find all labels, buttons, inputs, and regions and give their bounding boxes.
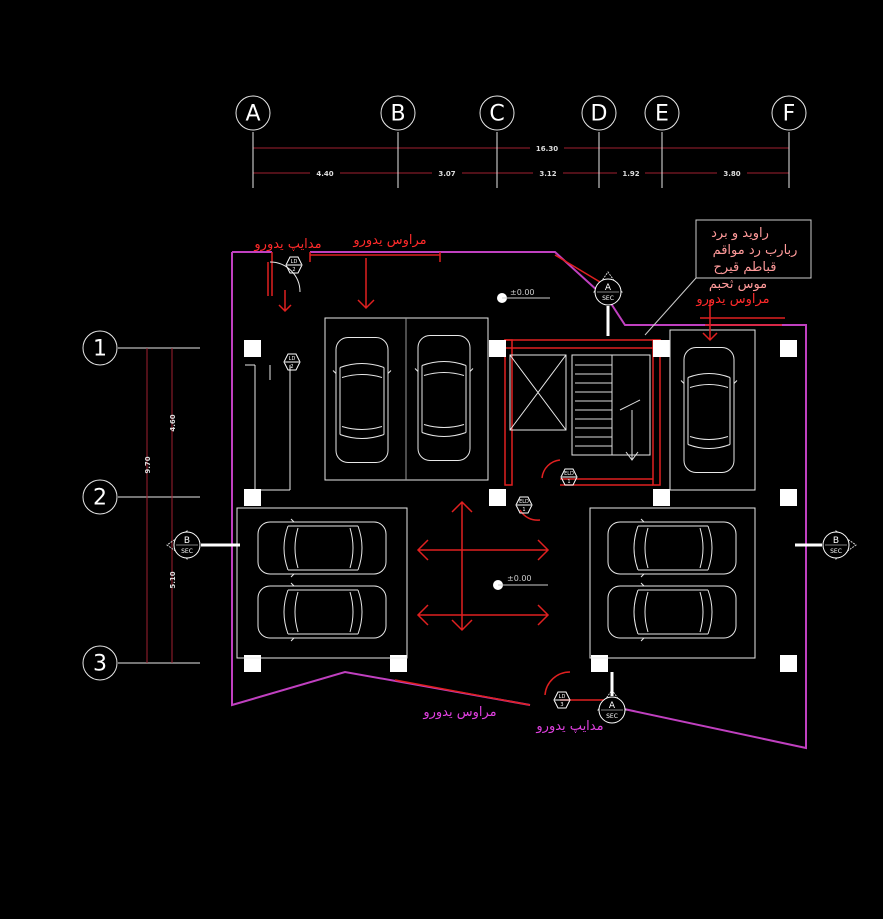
grid-bubble-2: 2 — [82, 479, 118, 515]
dimension-1-2: 4.60 — [169, 414, 177, 431]
label-pedestrian-entry-top: مدایپ یدورو — [253, 237, 321, 252]
grid-bubble-c: C — [479, 95, 515, 131]
section-letter: B — [833, 536, 839, 546]
door-tag-code: LD — [289, 356, 296, 362]
section-sub: SEC — [606, 713, 618, 720]
section-letter: A — [605, 283, 612, 293]
level-mark: ±0.00 — [493, 574, 548, 590]
grid-label: D — [591, 102, 608, 127]
door-tag: LD 2 — [283, 353, 301, 371]
car — [257, 518, 387, 578]
grid-bubble-1: 1 — [82, 330, 118, 366]
grid-bubble-b: B — [380, 95, 416, 131]
door-tag: LD 3 — [553, 691, 571, 709]
door-tag-number: 1 — [522, 507, 525, 513]
note-line: موس ثحبم — [709, 277, 767, 292]
cars — [257, 335, 738, 642]
car — [607, 582, 737, 642]
note-line: ربارب رد مواقم — [713, 243, 798, 258]
grid-bubble-d: D — [581, 95, 617, 131]
column-grid-bubbles: A B C D E F — [235, 95, 807, 131]
grid-bubble-a: A — [235, 95, 271, 131]
section-sub: SEC — [602, 295, 614, 302]
grid-label: A — [245, 102, 260, 127]
grid-label: F — [783, 102, 796, 127]
section-marker[interactable]: A SEC — [597, 689, 627, 724]
level-text: ±0.00 — [510, 288, 535, 297]
door-tag-code: ELD — [564, 471, 574, 477]
grid-label: 3 — [93, 652, 107, 677]
section-sub: SEC — [830, 548, 842, 555]
door-tag: ELD 1 — [515, 496, 533, 514]
grid-label: 1 — [93, 337, 107, 362]
door-tag-code: LD — [291, 259, 298, 265]
door-tag-number: 3 — [560, 702, 563, 708]
dimension-c-d: 3.12 — [539, 170, 556, 178]
door-tag-number: 1 — [567, 479, 570, 485]
dimension-d-e: 1.92 — [622, 170, 639, 178]
level-text: ±0.00 — [507, 574, 532, 583]
dimension-b-c: 3.07 — [438, 170, 455, 178]
label-car-entry-top: مراوس یدورو — [352, 233, 426, 248]
car — [607, 518, 737, 578]
door-tag-number: 2 — [292, 267, 295, 273]
section-markers: A SEC B SEC B SEC A SEC — [166, 271, 857, 724]
row-grid-bubbles: 1 2 3 9.70 4.60 5.10 — [82, 330, 200, 681]
car — [257, 582, 387, 642]
section-marker[interactable]: B SEC — [166, 530, 201, 560]
note-box: راوید و برد ربارب رد مواقم قباطم قیرح مو… — [644, 219, 812, 336]
dimension-e-f: 3.80 — [723, 170, 740, 178]
parking-bays — [236, 317, 756, 659]
car — [680, 347, 738, 473]
elevator-shaft — [509, 354, 567, 431]
door-tag: ELD 1 — [560, 468, 578, 486]
grid-label: 2 — [93, 486, 107, 511]
label-car-entry-bottom: مراوس یدورو — [422, 705, 496, 720]
section-marker[interactable]: A SEC — [593, 271, 623, 306]
dimension-a-b: 4.40 — [316, 170, 333, 178]
note-line: قباطم قیرح — [714, 260, 777, 275]
section-letter: A — [609, 701, 616, 711]
car — [414, 335, 474, 461]
section-sub: SEC — [181, 548, 193, 555]
label-pedestrian-entry-bottom: مدایپ یدورو — [535, 719, 603, 734]
circulation-arrows — [278, 258, 718, 632]
grid-bubble-3: 3 — [82, 645, 118, 681]
level-mark: ±0.00 — [497, 288, 550, 303]
door-tag: LD 2 — [285, 256, 303, 274]
door-tag-code: ELD — [519, 499, 529, 505]
grid-label: C — [489, 102, 504, 127]
note-line: راوید و برد — [711, 226, 769, 241]
door-tag-number: 2 — [290, 364, 293, 370]
grid-label: B — [390, 102, 405, 127]
dimension-overall-width: 16.30 — [536, 145, 558, 153]
label-car-entry-right: مراوس یدورو — [695, 292, 769, 307]
grid-bubble-f: F — [771, 95, 807, 131]
walls — [245, 252, 785, 706]
section-marker[interactable]: B SEC — [822, 530, 857, 560]
staircase — [571, 354, 651, 461]
horizontal-dimensions: 16.30 4.40 3.07 3.12 1.92 3.80 — [252, 132, 790, 188]
grid-label: E — [655, 102, 669, 127]
door-tag-code: LD — [559, 694, 566, 700]
car — [332, 337, 392, 463]
dimension-2-3: 5.10 — [169, 571, 177, 588]
grid-bubble-e: E — [644, 95, 680, 131]
dimension-overall-depth: 9.70 — [144, 456, 152, 473]
structural-columns — [244, 340, 797, 672]
section-letter: B — [184, 536, 190, 546]
